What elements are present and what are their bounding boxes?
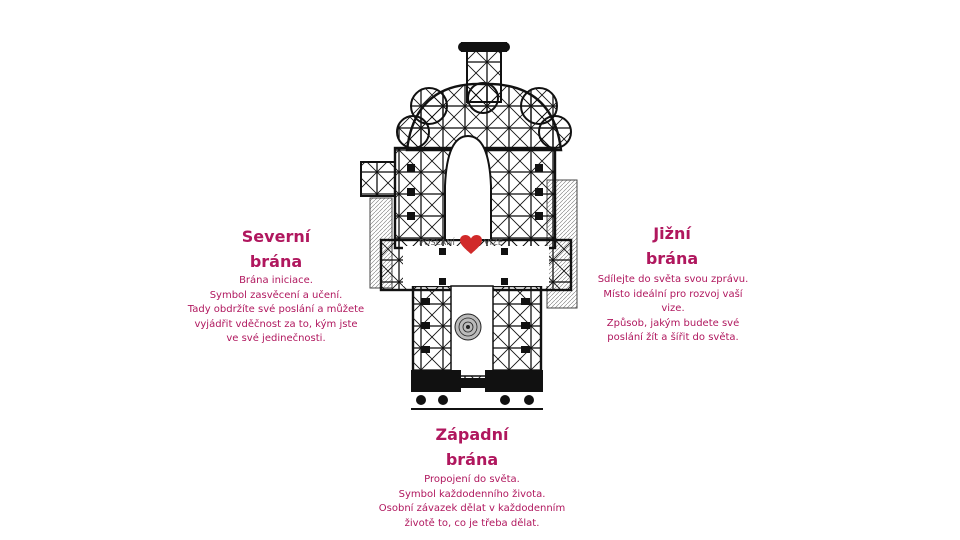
sacristy-north	[360, 161, 396, 197]
cathedral-floor-plan	[360, 42, 578, 410]
apse	[396, 82, 572, 152]
heart-icon	[460, 235, 482, 254]
mission-label: POSLÁNÍ	[419, 238, 456, 247]
west-gate-description: Propojení do světa. Symbol každodenního …	[378, 474, 566, 529]
south-gate-title: Jižní brána	[645, 224, 699, 268]
north-gate-description: Brána iniciace. Symbol zasvěcení a učení…	[187, 275, 365, 345]
west-facade	[411, 370, 543, 410]
pillars	[407, 164, 543, 353]
south-gate-description: Sdílejte do světa svou zprávu. Místo ide…	[597, 274, 749, 344]
labyrinth-icon	[454, 313, 482, 341]
vision-label: VIZE	[484, 238, 504, 247]
north-gate-title: Severní brána	[241, 227, 311, 271]
west-gate-title: Západní brána	[435, 425, 509, 469]
